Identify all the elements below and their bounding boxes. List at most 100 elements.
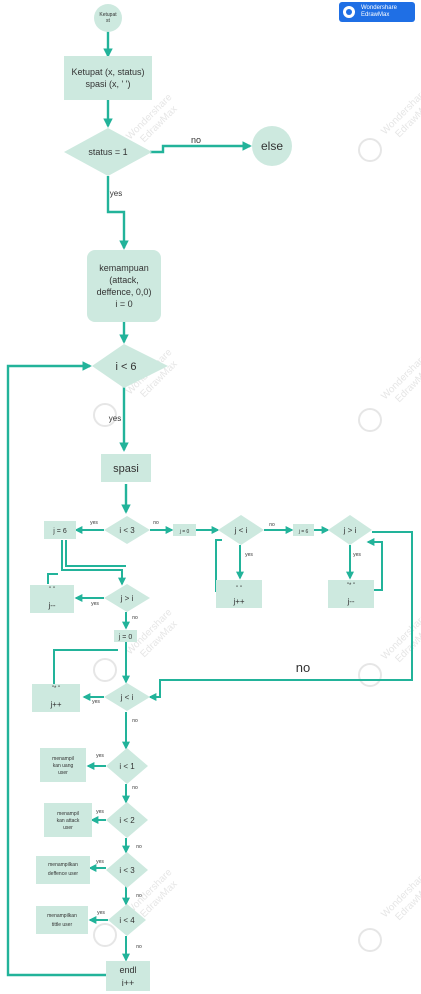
watermark-logo-icon <box>358 663 382 687</box>
edrawmax-badge: Wondershare EdrawMax <box>339 2 415 22</box>
watermark-logo-icon <box>93 658 117 682</box>
process-ketupat-spasi[interactable] <box>64 56 152 100</box>
decision-j-gt-i-2-label: j > i <box>120 594 134 603</box>
decision-loop-i-label: i < 6 <box>115 361 136 373</box>
process-show-uang[interactable] <box>40 748 86 782</box>
decision-i-lt-4-label: i < 4 <box>119 916 135 925</box>
decision-loop-i[interactable] <box>92 344 168 388</box>
process-jmm-left[interactable] <box>30 585 74 613</box>
show-uang-label-2: kan uang <box>53 763 74 769</box>
label-yes-jgti2: yes <box>91 601 99 607</box>
decision-i-lt-1-label: i < 1 <box>119 762 135 771</box>
process-j-6-right[interactable] <box>293 524 314 536</box>
print-star-label: "* " <box>347 583 355 589</box>
edge <box>366 538 383 591</box>
label-yes-i3b: yes <box>96 859 104 865</box>
jpp-lower-label: j++ <box>49 700 61 709</box>
decision-j-gt-i[interactable] <box>328 515 372 545</box>
print-space-label: " " <box>236 586 242 592</box>
decision-i-lt-3-label: i < 3 <box>119 526 135 535</box>
edge <box>47 573 58 584</box>
else-node[interactable] <box>252 126 292 166</box>
decision-j-gt-i-label: j > i <box>343 526 357 535</box>
label-yes-jlti2: yes <box>92 699 100 705</box>
decision-i-lt-3-b-label: i < 3 <box>119 866 135 875</box>
process-print-star-jmm[interactable] <box>328 580 374 608</box>
process-label-2: spasi (x, ' ') <box>86 79 131 89</box>
process-j-6-left[interactable] <box>44 521 76 539</box>
ipp-label: i++ <box>122 978 135 988</box>
else-label: else <box>261 139 283 153</box>
decision-status-label: status = 1 <box>88 147 127 157</box>
jmm-left-quote: " " <box>49 587 55 593</box>
watermark-logo-icon <box>358 138 382 162</box>
process-show-tittle[interactable] <box>36 906 88 934</box>
label-yes-loop: yes <box>109 414 121 423</box>
spasi-label: spasi <box>113 463 139 475</box>
decision-status[interactable] <box>64 128 152 176</box>
process-print-star-jpp[interactable] <box>32 684 80 712</box>
decision-j-lt-i-label: j < i <box>234 526 248 535</box>
show-attack-label-3: user <box>63 825 73 831</box>
edge <box>148 531 413 701</box>
label-yes-i1: yes <box>96 753 104 759</box>
kemampuan-label: kemampuan <box>99 263 149 273</box>
decision-j-lt-i[interactable] <box>218 515 264 545</box>
jmm-label: j-- <box>346 597 354 606</box>
edge <box>53 649 118 684</box>
kemampuan-label-4: i = 0 <box>115 299 132 309</box>
kemampuan-label-2: (attack, <box>109 275 139 285</box>
jpp-label: j++ <box>232 597 244 606</box>
process-j-0-mid[interactable] <box>173 524 196 536</box>
label-no-jlti: no <box>269 522 275 528</box>
show-title-label-2: tittle user <box>52 922 73 928</box>
process-spasi[interactable] <box>101 454 151 482</box>
process-label: Ketupat (x, status) <box>71 67 144 77</box>
watermark: Wondershare EdrawMax <box>379 352 421 405</box>
show-uang-label-3: user <box>58 770 68 776</box>
decision-j-gt-i-2[interactable] <box>104 584 150 612</box>
show-def-label-2: deffence user <box>48 871 79 877</box>
edge-labels: no yes yes yes no no yes yes no yes no y… <box>90 135 361 950</box>
decision-i-lt-3[interactable] <box>104 516 150 544</box>
decision-i-lt-2[interactable] <box>106 802 148 838</box>
process-endl-ipp[interactable] <box>106 961 150 991</box>
decision-i-lt-2-label: i < 2 <box>119 816 135 825</box>
process-show-attack[interactable] <box>44 803 92 837</box>
edge <box>150 141 252 154</box>
decision-j-lt-i-2[interactable] <box>104 683 150 711</box>
print-star2-label: "* " <box>52 686 60 692</box>
label-no-jgti2: no <box>132 615 138 621</box>
decision-i-lt-3-b[interactable] <box>106 852 148 888</box>
process-kemampuan[interactable] <box>87 250 161 322</box>
process-show-deffence[interactable] <box>36 856 90 884</box>
show-def-label: menampilkan <box>48 862 78 868</box>
jmm-left-label: j-- <box>47 601 55 610</box>
edge <box>61 540 126 586</box>
show-attack-label-2: kan attack <box>57 818 80 824</box>
process-print-space-jpp[interactable] <box>216 580 262 608</box>
j0-mid-label: j = 0 <box>179 529 190 535</box>
badge-line1: Wondershare <box>361 5 397 11</box>
decision-i-lt-4[interactable] <box>108 904 146 936</box>
label-no-else: no <box>191 135 201 145</box>
start-node[interactable] <box>94 4 122 32</box>
decision-i-lt-1[interactable] <box>106 748 148 784</box>
decision-j-lt-i-2-label: j < i <box>120 693 134 702</box>
label-no-jlti2: no <box>132 718 138 724</box>
watermark-logo-icon <box>93 403 117 427</box>
edge <box>65 540 126 567</box>
endl-label: endl <box>119 965 136 975</box>
label-no-big: no <box>296 660 310 675</box>
kemampuan-label-3: deffence, 0,0) <box>97 287 152 297</box>
j6-right-label: j = 6 <box>298 529 309 535</box>
process-j-0-lower[interactable] <box>114 630 137 642</box>
watermark-logo-icon <box>358 408 382 432</box>
label-no-i3: no <box>153 520 159 526</box>
label-yes-jgti: yes <box>353 552 361 558</box>
show-attack-label: menampil <box>57 811 79 817</box>
label-yes-jlti: yes <box>245 552 253 558</box>
watermark: Wondershare EdrawMax <box>379 870 421 923</box>
label-no-i3b: no <box>136 893 142 899</box>
label-no-i2: no <box>136 844 142 850</box>
